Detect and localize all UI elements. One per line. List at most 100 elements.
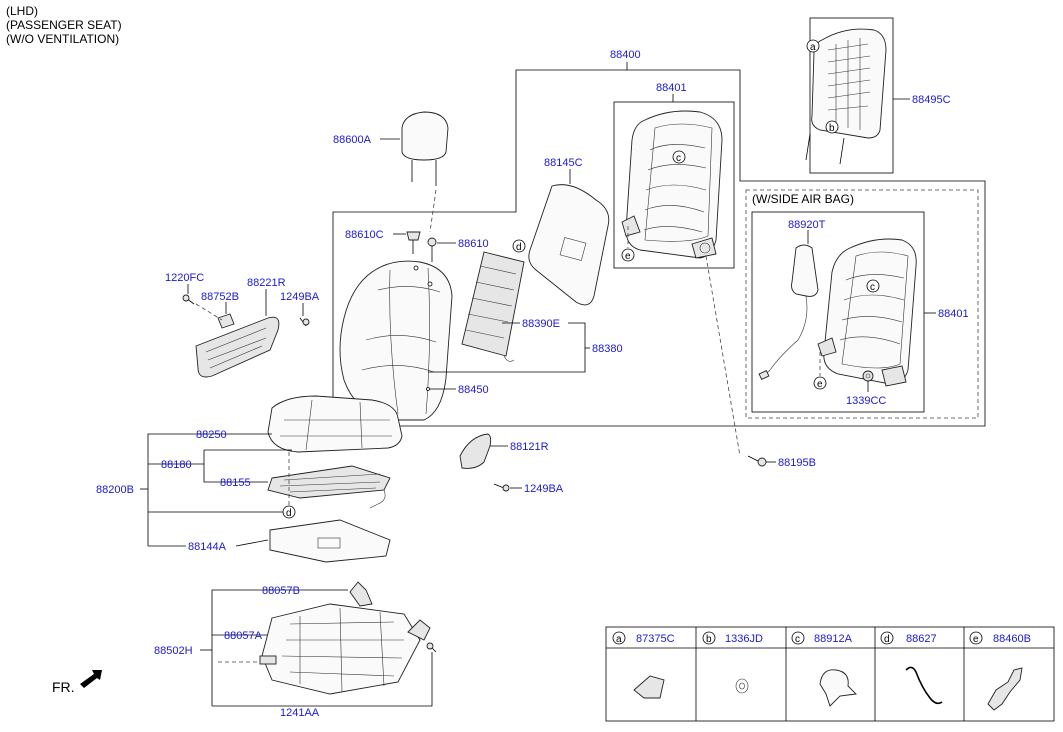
bracket-88460B-icon xyxy=(987,667,1023,711)
legend-e-part[interactable]: 88460B xyxy=(993,633,1031,645)
legend-cell-d: d 88627 xyxy=(880,631,943,705)
callout-c-top-letter: c xyxy=(676,153,681,164)
headrest-guide-88610 xyxy=(427,237,437,262)
callout-b xyxy=(825,120,839,134)
part-88221R[interactable]: 88221R xyxy=(247,277,286,289)
leader-88502H-bracket xyxy=(211,589,348,706)
part-88401-top[interactable]: 88401 xyxy=(656,82,687,94)
part-88250[interactable]: 88250 xyxy=(196,429,227,441)
part-88057B[interactable]: 88057B xyxy=(262,585,300,597)
part-1339CC[interactable]: 1339CC xyxy=(846,395,886,407)
legend-cell-b: b 1336JD xyxy=(702,631,763,694)
callout-c-right-letter: c xyxy=(870,282,875,293)
legend-c-part[interactable]: 88912A xyxy=(814,633,853,645)
legend-table: a 87375C b 1336JD c 88912A d 88627 e 884… xyxy=(605,626,1055,722)
part-88600A[interactable]: 88600A xyxy=(333,134,372,146)
callout-c-right xyxy=(866,279,880,293)
part-1241AA[interactable]: 1241AA xyxy=(280,707,320,719)
callout-a-letter: a xyxy=(810,42,816,53)
front-arrow-icon xyxy=(80,670,102,688)
callout-e-top xyxy=(621,248,635,262)
callout-a xyxy=(806,39,820,53)
part-88502H[interactable]: 88502H xyxy=(154,645,193,657)
legend-a-part[interactable]: 87375C xyxy=(636,633,675,645)
leader-88144A xyxy=(235,539,269,547)
back-heater-mat xyxy=(461,251,525,362)
headrest xyxy=(401,111,449,186)
part-88401-right[interactable]: 88401 xyxy=(938,308,969,320)
wire-hook-88627-icon xyxy=(905,666,943,705)
legend-d-part[interactable]: 88627 xyxy=(906,633,937,645)
header-passenger-seat: (PASSENGER SEAT) xyxy=(6,18,122,32)
seat-back-assembly-outline xyxy=(332,69,986,430)
screw-1220FC xyxy=(182,294,195,305)
part-88121R[interactable]: 88121R xyxy=(510,441,549,453)
side-cover-88221R xyxy=(195,316,280,378)
leader-88380 xyxy=(428,322,586,373)
leader-88195B-dash xyxy=(705,255,741,457)
part-88495C[interactable]: 88495C xyxy=(912,94,951,106)
airbag-module xyxy=(758,244,819,381)
part-88610C[interactable]: 88610C xyxy=(345,229,384,241)
header-lhd: (LHD) xyxy=(6,4,38,18)
bracket-88057A-right xyxy=(407,619,437,653)
part-88200B[interactable]: 88200B xyxy=(96,484,134,496)
legend-e-letter: e xyxy=(973,634,979,645)
legend-d-letter: d xyxy=(884,634,890,645)
bolt-88195B xyxy=(747,455,767,467)
part-88057A[interactable]: 88057A xyxy=(224,630,263,642)
leader-88180-bracket xyxy=(203,450,268,483)
clip-87375C-icon xyxy=(633,675,665,699)
part-88450[interactable]: 88450 xyxy=(458,384,489,396)
callout-d-bottom-letter: d xyxy=(286,508,292,519)
part-88180[interactable]: 88180 xyxy=(161,459,192,471)
callout-d-top xyxy=(512,239,526,253)
side-shield-88121R xyxy=(459,433,492,469)
part-88155[interactable]: 88155 xyxy=(220,477,251,489)
part-1249BA-left[interactable]: 1249BA xyxy=(280,291,320,303)
seat-track-frame xyxy=(259,603,421,695)
bracket-88057B xyxy=(349,581,373,607)
part-88380[interactable]: 88380 xyxy=(592,343,623,355)
leader-88450-dot xyxy=(426,387,430,391)
cushion-pad xyxy=(269,519,391,563)
legend-b-part[interactable]: 1336JD xyxy=(725,633,763,645)
callout-b-letter: b xyxy=(829,123,835,134)
airbag-frame-box xyxy=(751,211,925,413)
clip-88912A-icon xyxy=(819,669,857,707)
legend-cell-a: a 87375C xyxy=(612,631,675,699)
clip-88752B xyxy=(217,313,235,329)
seat-back-frame-airbag xyxy=(817,238,917,387)
part-88144A[interactable]: 88144A xyxy=(188,541,227,553)
callout-e-top-letter: e xyxy=(625,251,631,262)
part-88610[interactable]: 88610 xyxy=(458,238,489,250)
part-88400[interactable]: 88400 xyxy=(610,49,641,61)
callout-c-top xyxy=(672,150,686,164)
legend-a-letter: a xyxy=(616,634,622,645)
part-88145C[interactable]: 88145C xyxy=(544,157,583,169)
part-88195B[interactable]: 88195B xyxy=(778,457,816,469)
back-board-box xyxy=(809,17,894,174)
callout-d-top-letter: d xyxy=(516,242,522,253)
header-without-ventilation: (W/O VENTILATION) xyxy=(6,32,119,46)
part-1249BA-mid[interactable]: 1249BA xyxy=(524,483,564,495)
side-airbag-box xyxy=(745,189,979,419)
frame-box-88401 xyxy=(613,101,735,269)
part-88920T[interactable]: 88920T xyxy=(788,219,826,231)
headrest-hole-left xyxy=(413,265,419,271)
back-pad-88145C xyxy=(528,184,610,306)
callout-e-right xyxy=(813,376,827,390)
legend-cell-e: e 88460B xyxy=(969,631,1031,711)
part-88752B[interactable]: 88752B xyxy=(201,291,239,303)
legend-cell-c: c 88912A xyxy=(791,631,857,707)
part-88390E[interactable]: 88390E xyxy=(522,318,560,330)
leader-88250 xyxy=(147,433,272,546)
seat-back-cover xyxy=(339,260,453,421)
leader-1241AA xyxy=(212,652,433,707)
legend-b-letter: b xyxy=(706,634,712,645)
part-1220FC[interactable]: 1220FC xyxy=(165,272,204,284)
front-direction-label: FR. xyxy=(52,679,75,695)
callout-e-right-letter: e xyxy=(817,379,823,390)
